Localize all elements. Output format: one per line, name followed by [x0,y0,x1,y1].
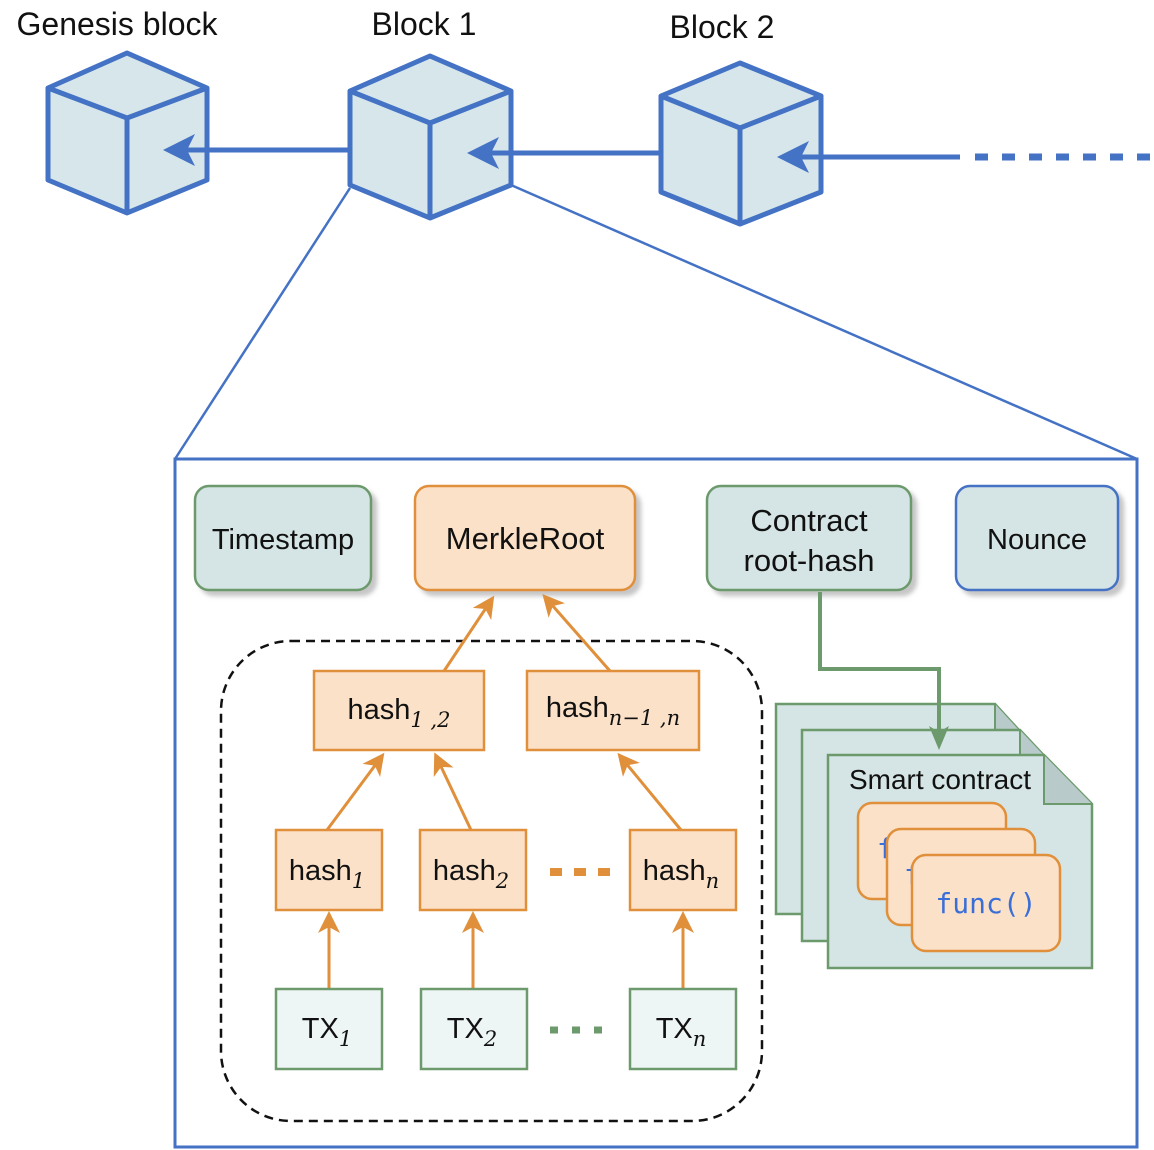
tx-n-subscript: n [693,1027,707,1051]
func-card-front: func() [910,853,1062,953]
tx-1-subscript: 1 [339,1027,352,1051]
contract-root-label-line1: Contract [750,503,868,538]
hash-n-1-n-sub-a: n [609,706,623,730]
svg-text:hashn−1 ,n: hashn−1 ,n [546,692,680,730]
hash-2-subscript: 2 [495,869,509,893]
svg-text:hash1 ,2: hash1 ,2 [348,694,451,732]
smart-contract-stack: Smart contract f f func() [774,702,1094,970]
hash-n-1-n-sub-c: n [667,706,681,730]
hash-1-node: hash1 [274,828,384,912]
tx-2-base: TX [447,1013,484,1045]
edge-hashn1n-to-root [542,593,612,672]
chain-arrow-block2-to-block1 [467,137,660,169]
hash-n-node: hashn [628,828,738,912]
contract-root-label-line2: root-hash [744,543,875,578]
hash-n-1-n-base: hash [546,692,609,724]
smart-contract-title: Smart contract [849,764,1031,795]
svg-text:hash1: hash1 [289,855,365,893]
tx-1-base: TX [302,1013,339,1045]
svg-text:TXn: TXn [656,1013,707,1051]
genesis-block-label: Genesis block [17,6,219,42]
hash-1-2-base: hash [348,694,411,726]
hash-1-2-node: hash1 ,2 [312,669,486,752]
tx-n-base: TX [656,1013,693,1045]
edge-hash2-to-hash12 [433,752,473,831]
block-2-cube-icon [658,60,824,227]
svg-text:TX2: TX2 [447,1013,497,1051]
hash-1-base: hash [289,855,352,887]
contract-connector-arrowhead [929,726,949,750]
zoom-line-left [173,187,352,460]
block-2-label: Block 2 [670,9,775,45]
edge-hash1-to-hash12 [325,752,385,831]
merkle-root-label: MerkleRoot [446,521,605,556]
hash-n-1-n-sub-b: −1 , [622,706,666,730]
contract-root-hash-field: Contract root-hash [705,484,913,592]
hash-n-subscript: n [706,869,720,893]
block-1-label: Block 1 [372,6,477,42]
tx-n-node: TXn [628,987,738,1071]
merkle-tree-edges [318,593,694,989]
svg-text:TX1: TX1 [302,1013,352,1051]
merkle-tree-container [219,639,764,1123]
zoom-line-right [510,183,1138,461]
svg-text:hash2: hash2 [433,855,509,893]
edge-hash12-to-root [442,595,495,672]
edge-hashn-to-hashn1n [617,752,683,831]
hash-2-node: hash2 [418,828,528,912]
tx-1-node: TX1 [274,987,384,1071]
contract-root-connector [818,592,949,750]
hash-1-subscript: 1 [352,869,365,893]
tx-2-node: TX2 [419,987,529,1071]
merkle-root-field: MerkleRoot [413,484,637,592]
chain-arrow-block1-to-genesis [163,134,350,166]
func-label: func() [935,887,1036,920]
hash-2-base: hash [433,855,496,887]
hash-n-base: hash [643,855,706,887]
hash-1-2-subscript: 1 ,2 [410,708,450,732]
chain-arrow-next-to-block2 [777,141,1154,173]
tx-2-subscript: 2 [483,1027,497,1051]
svg-text:hashn: hashn [643,855,719,893]
block-1-cube-icon [347,53,514,221]
timestamp-label: Timestamp [212,524,354,556]
nounce-label: Nounce [987,524,1087,556]
timestamp-field: Timestamp [193,484,373,592]
hash-n-1-n-node: hashn−1 ,n [525,669,701,752]
genesis-block-cube-icon [45,50,210,216]
nounce-field: Nounce [954,484,1120,592]
